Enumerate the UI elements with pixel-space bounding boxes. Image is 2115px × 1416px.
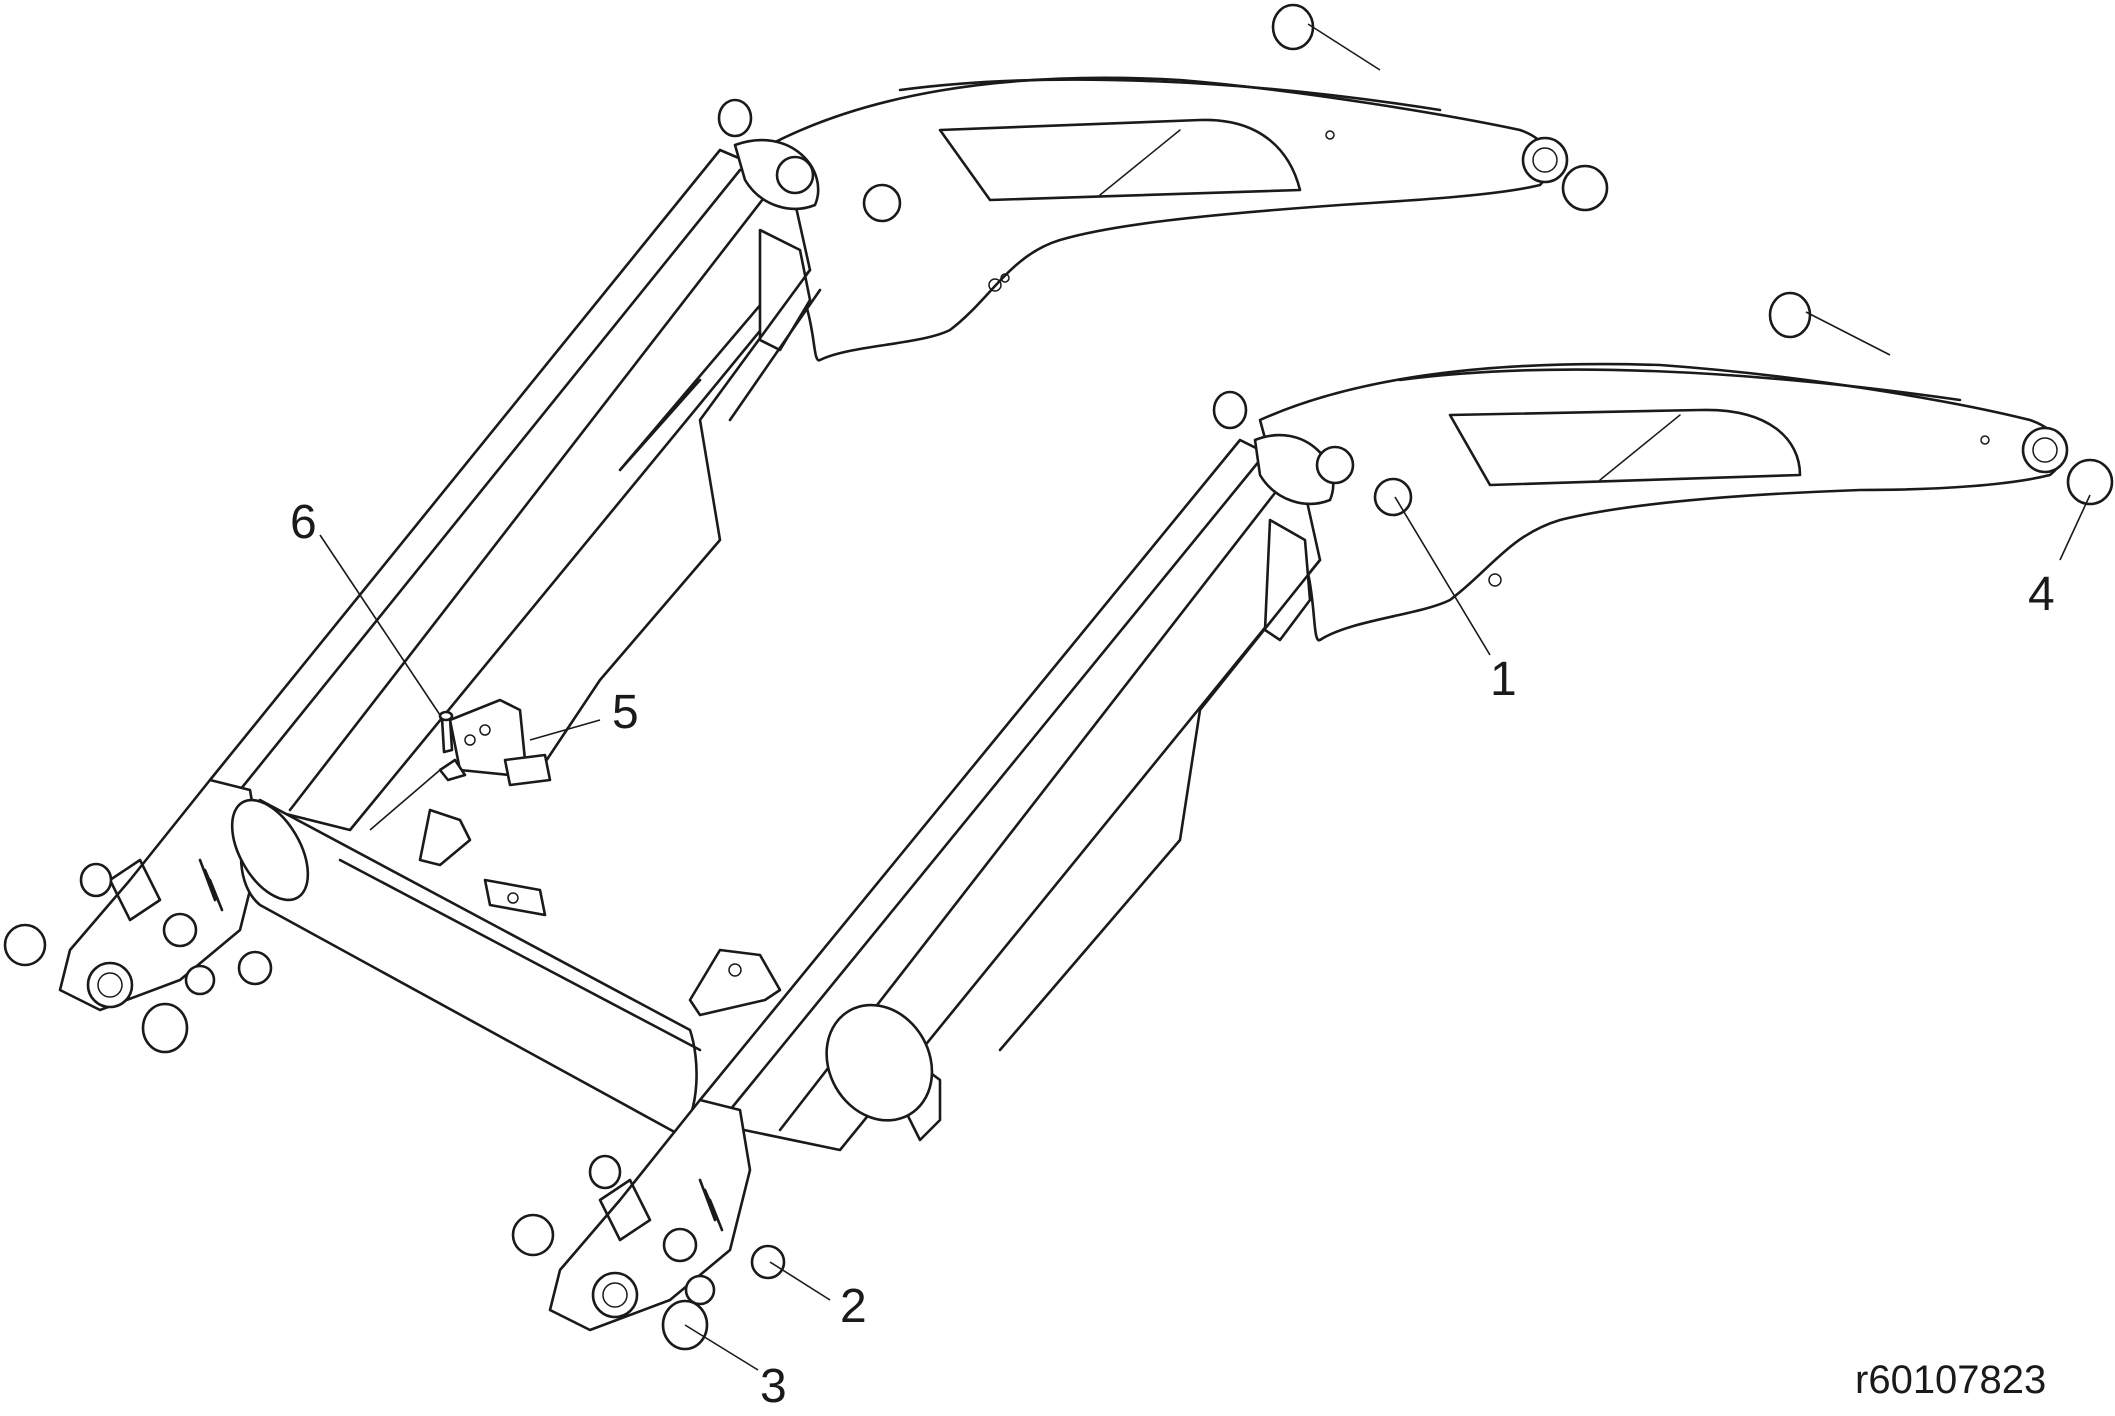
callout-2: 2 [840,1280,867,1333]
callout-5: 5 [612,686,639,739]
right-loader-arm [511,291,2114,1351]
callout-labels: 1 2 3 4 5 6 r60107823 [290,496,2055,1413]
leader-lines [319,23,2091,1371]
drawing-reference-number: r60107823 [1855,1358,2046,1402]
cross-tube [230,798,782,1137]
left-loader-arm [3,3,1609,1054]
callout-4: 4 [2028,568,2055,621]
bracket-assembly [438,698,552,787]
callout-3: 3 [760,1360,787,1413]
callout-6: 6 [290,496,317,549]
callout-1: 1 [1490,653,1517,706]
